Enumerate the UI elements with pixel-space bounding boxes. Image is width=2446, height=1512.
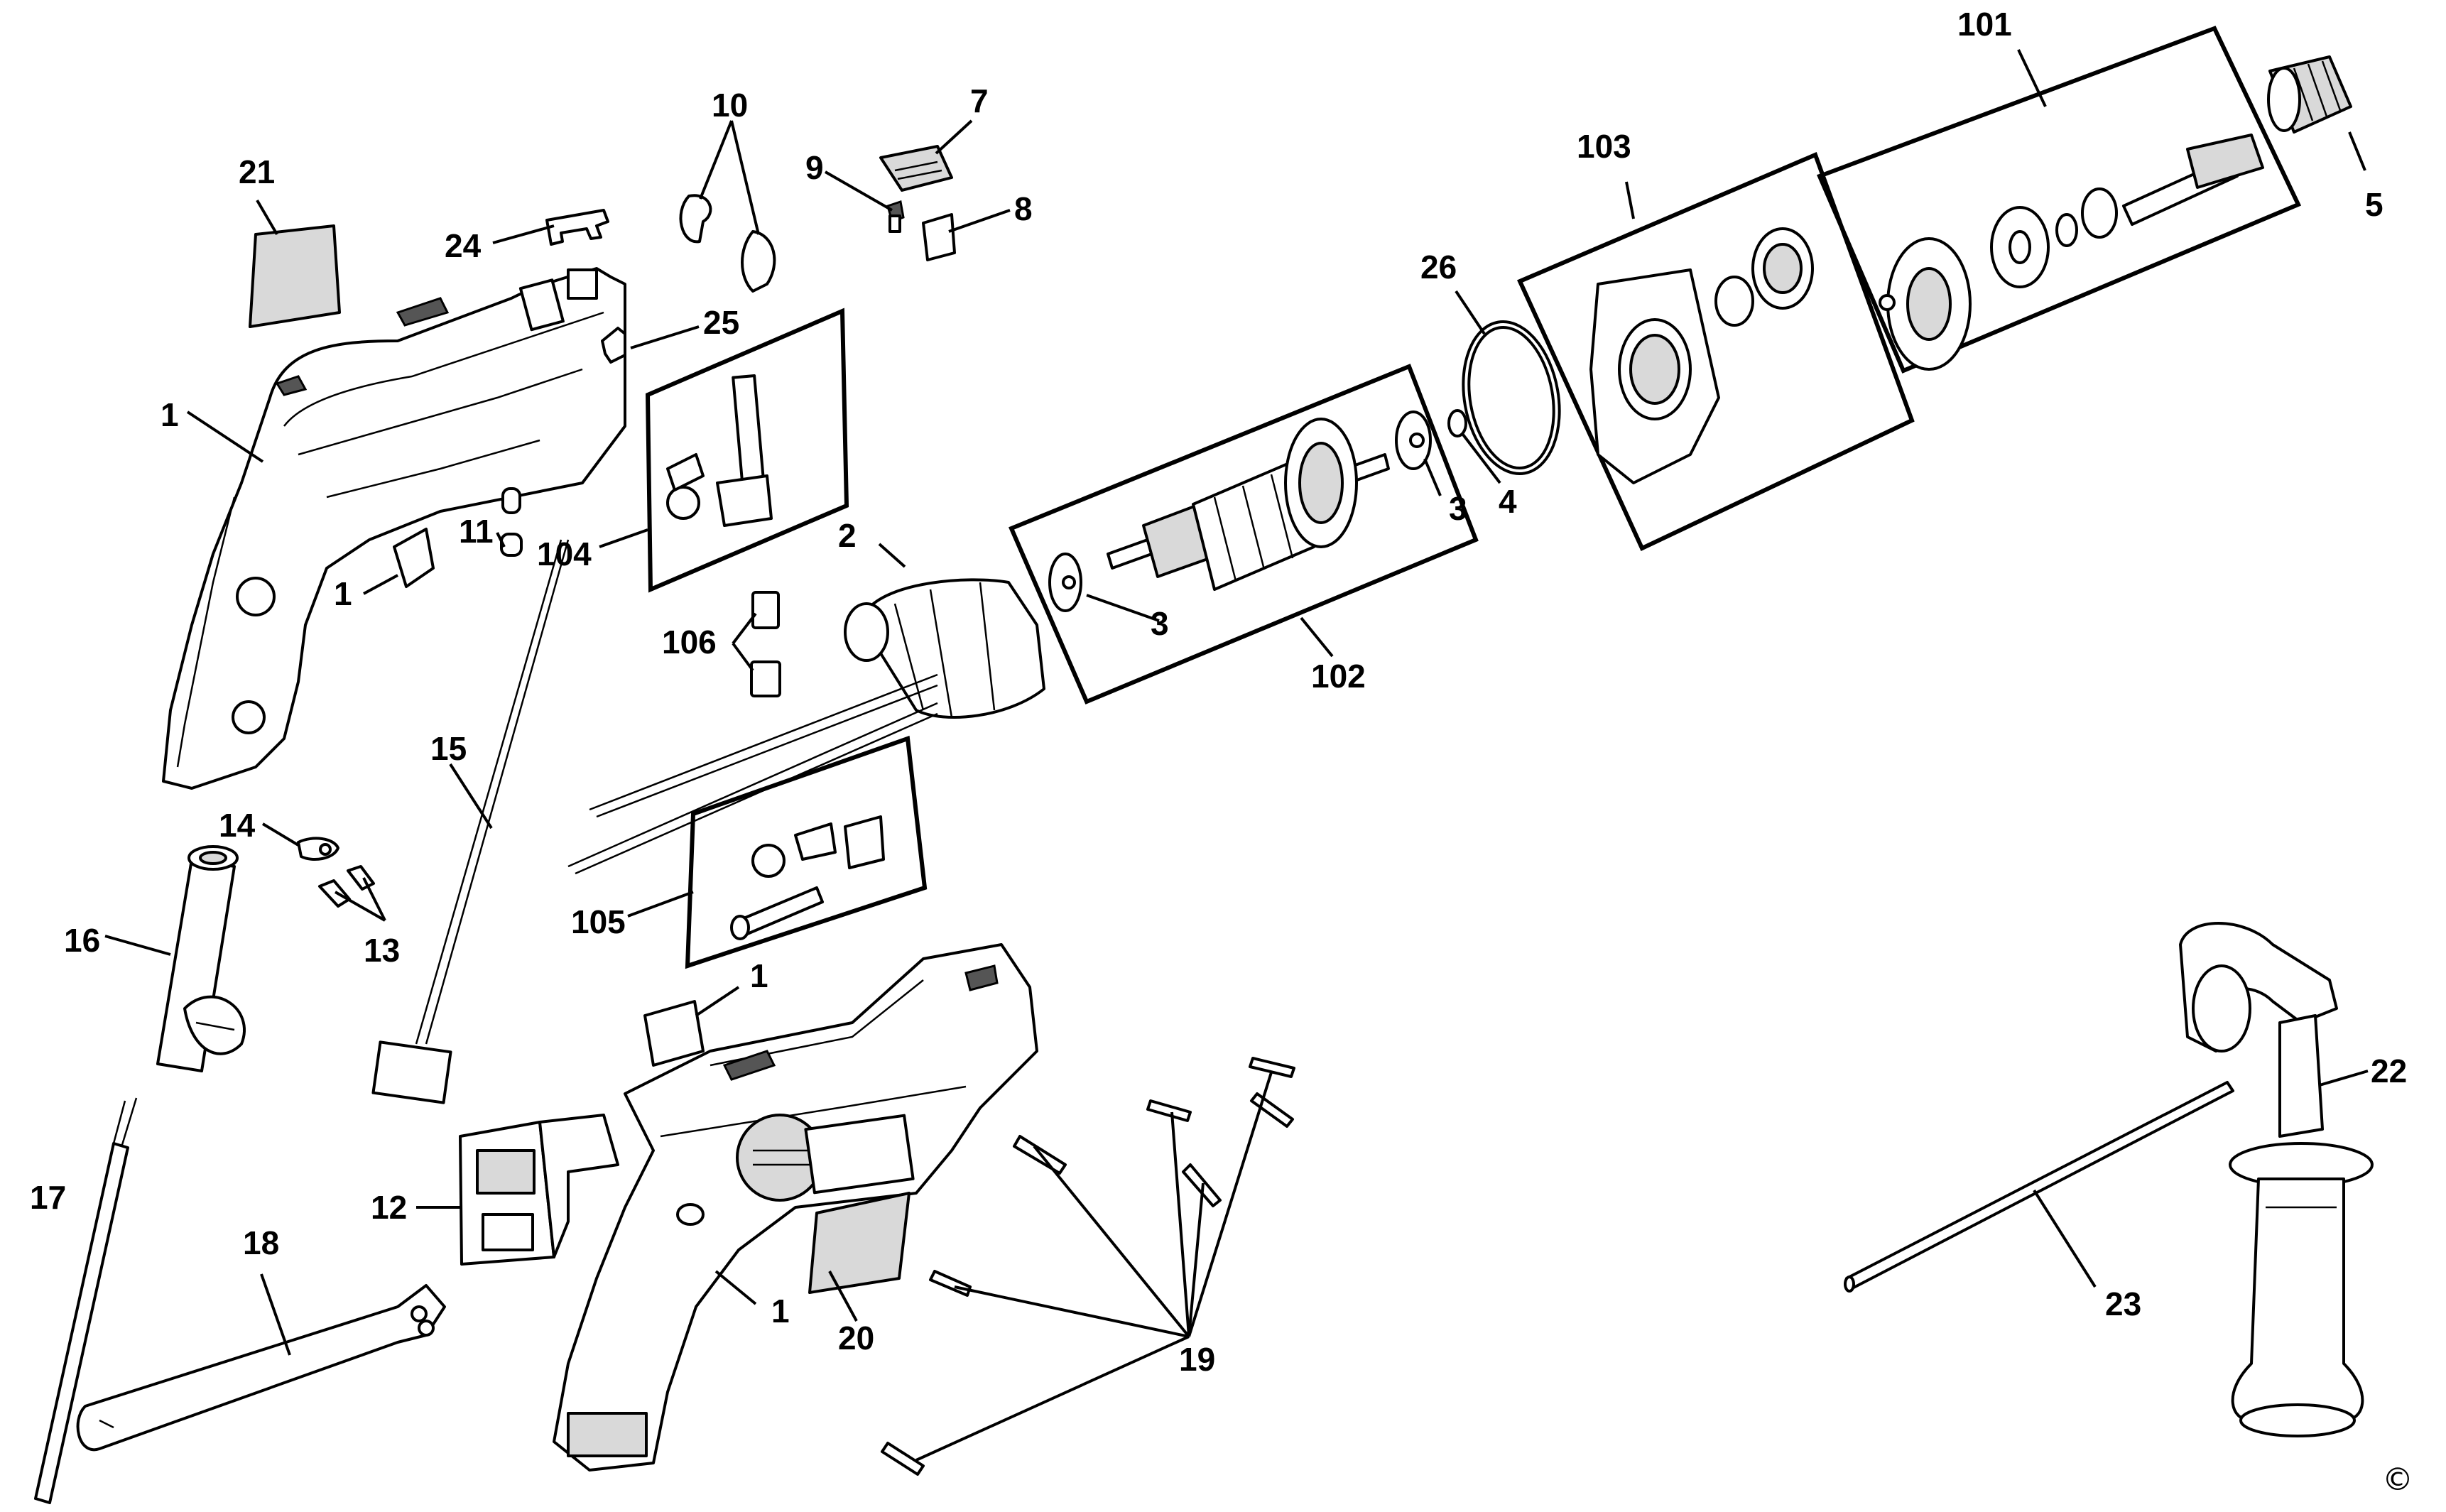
part-13-screws[interactable] bbox=[318, 865, 375, 908]
part-10-brackets[interactable] bbox=[679, 194, 776, 293]
callout-3-upper: 3 bbox=[1449, 490, 1467, 527]
part-106-brush[interactable] bbox=[750, 591, 781, 697]
callout-16: 16 bbox=[64, 922, 100, 959]
callout-21: 21 bbox=[239, 153, 275, 190]
group-101-box[interactable] bbox=[1816, 26, 2302, 374]
callout-3-lower: 3 bbox=[1151, 605, 1169, 642]
callout-15: 15 bbox=[430, 730, 467, 767]
part-16-cord-guard[interactable] bbox=[156, 845, 246, 1072]
part-26-o-ring[interactable] bbox=[1452, 314, 1571, 482]
callout-13: 13 bbox=[364, 932, 400, 969]
part-8-plate[interactable] bbox=[922, 213, 956, 261]
callout-20: 20 bbox=[838, 1320, 874, 1356]
callout-22: 22 bbox=[2371, 1053, 2407, 1089]
callout-7: 7 bbox=[970, 82, 989, 119]
part-5-chuck[interactable] bbox=[2267, 55, 2352, 134]
part-14-clamp[interactable] bbox=[297, 837, 339, 861]
part-2-stator[interactable] bbox=[567, 578, 1045, 875]
callout-11: 11 bbox=[459, 513, 494, 550]
callout-labels: 21 24 1 10 7 9 8 25 11 104 1 2 106 3 102… bbox=[30, 6, 2407, 1378]
part-1-housing-left[interactable] bbox=[162, 267, 626, 790]
part-21-label[interactable] bbox=[249, 224, 341, 328]
group-102-box[interactable] bbox=[1009, 364, 1479, 705]
callout-26: 26 bbox=[1420, 249, 1457, 285]
leader-lines bbox=[104, 49, 2369, 1462]
callout-5: 5 bbox=[2365, 186, 2384, 223]
group-105-box[interactable] bbox=[685, 735, 928, 969]
callout-103: 103 bbox=[1577, 128, 1631, 165]
callout-17: 17 bbox=[30, 1179, 66, 1216]
callout-105: 105 bbox=[571, 903, 626, 940]
part-1-small-plate[interactable] bbox=[643, 1000, 705, 1067]
callout-24: 24 bbox=[445, 227, 482, 264]
callout-18: 18 bbox=[243, 1224, 279, 1261]
part-25-clip[interactable] bbox=[601, 327, 626, 364]
callout-12: 12 bbox=[371, 1189, 407, 1226]
callout-23: 23 bbox=[2105, 1285, 2141, 1322]
callout-102: 102 bbox=[1311, 658, 1366, 695]
copyright-symbol: © bbox=[2382, 1462, 2413, 1498]
part-15-suppressor[interactable] bbox=[371, 539, 570, 1104]
callout-8: 8 bbox=[1014, 190, 1033, 227]
part-9-pin[interactable] bbox=[886, 200, 905, 233]
callout-106: 106 bbox=[662, 624, 717, 660]
group-103-box[interactable] bbox=[1516, 151, 1915, 552]
callout-1: 1 bbox=[161, 396, 179, 433]
callout-25: 25 bbox=[703, 304, 739, 341]
part-18-wrench[interactable] bbox=[76, 1284, 446, 1452]
callout-4: 4 bbox=[1499, 483, 1517, 520]
callout-19: 19 bbox=[1179, 1341, 1215, 1378]
part-12-switch[interactable] bbox=[459, 1114, 619, 1266]
part-17-power-cord[interactable] bbox=[34, 1097, 138, 1504]
callout-10: 10 bbox=[712, 87, 748, 124]
callout-1-small: 1 bbox=[334, 575, 352, 612]
callout-9: 9 bbox=[805, 149, 824, 186]
part-11-pins[interactable] bbox=[500, 487, 523, 557]
part-4-washer[interactable] bbox=[1447, 409, 1467, 437]
part-24-clip[interactable] bbox=[545, 209, 609, 246]
part-22-side-handle[interactable] bbox=[2179, 922, 2374, 1437]
callout-1-right: 1 bbox=[771, 1293, 790, 1329]
part-23-depth-rod[interactable] bbox=[1844, 1081, 2234, 1293]
callout-104: 104 bbox=[537, 535, 592, 572]
callout-1-plate: 1 bbox=[750, 957, 768, 994]
callout-101: 101 bbox=[1957, 6, 2012, 43]
part-1-cover-plate[interactable] bbox=[393, 528, 435, 588]
part-20-label[interactable] bbox=[808, 1192, 911, 1294]
group-104-box[interactable] bbox=[645, 308, 849, 593]
part-1-housing-right[interactable] bbox=[553, 943, 1038, 1472]
callout-2: 2 bbox=[838, 517, 857, 554]
callout-14: 14 bbox=[219, 807, 256, 844]
part-7-switch-button[interactable] bbox=[879, 145, 953, 192]
